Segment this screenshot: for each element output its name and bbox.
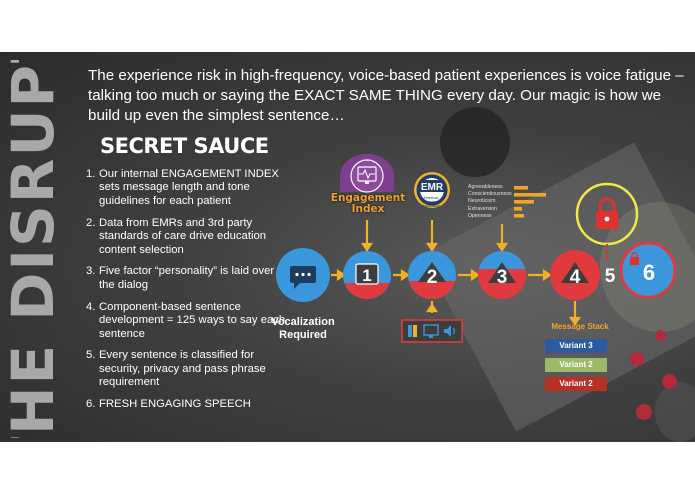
flow-node-2: 2	[408, 251, 456, 299]
engagement-index-badge	[340, 154, 394, 193]
svg-text:1: 1	[362, 266, 371, 285]
engagement-index-label: Engagement Index	[330, 192, 406, 215]
vocalization-label-line1: Vocalization	[271, 316, 335, 328]
small-lock-icon	[630, 251, 639, 265]
trait-bars	[514, 186, 546, 218]
flow-node-1: 1	[343, 251, 391, 299]
message-variant: Variant 2	[545, 377, 607, 391]
background-berry	[630, 352, 644, 366]
step-item: 6.FRESH ENGAGING SPEECH	[86, 398, 251, 411]
emr-association-text: American Diabetes Association	[421, 196, 441, 208]
flow-node-4: 4	[550, 250, 600, 300]
message-variant: Variant 2	[545, 358, 607, 372]
flow-connectors	[331, 220, 582, 326]
secret-sauce-title: SECRET SAUCE	[100, 134, 269, 158]
heartbeat-monitor-icon	[357, 166, 377, 184]
step-item: 4.Component-based sentence development =…	[86, 300, 286, 340]
headline: The experience risk in high-frequency, v…	[88, 67, 684, 124]
flow-node-6: 6	[619, 241, 677, 299]
vocalization-label-line2: Required	[279, 329, 327, 341]
monitor-icon	[423, 324, 439, 338]
book-icon	[408, 325, 417, 337]
background-berry	[636, 404, 652, 420]
trait-label: Conscientiousness	[468, 191, 512, 198]
step-item: 2.Data from EMRs and 3rd party standards…	[86, 216, 267, 256]
background-berry	[655, 330, 666, 341]
svg-text:4: 4	[570, 267, 581, 288]
background-pot	[655, 382, 695, 442]
background-cup	[440, 107, 510, 177]
svg-text:EMR: EMR	[421, 182, 444, 193]
steps-list: 1.Our internal ENGAGEMENT INDEX sets mes…	[86, 168, 286, 420]
flow-node-3: 3	[478, 251, 526, 299]
background-berry	[662, 374, 677, 389]
step-item: 5.Every sentence is classified for secur…	[86, 349, 266, 389]
trait-label: Openness	[468, 212, 492, 219]
trait-label: Extraversion	[468, 205, 497, 212]
svg-text:3: 3	[497, 267, 508, 288]
emr-badge: EMR	[414, 172, 450, 208]
step-item: 3.Five factor “personality” is laid over…	[86, 265, 275, 291]
svg-text:6: 6	[643, 260, 655, 285]
svg-text:2: 2	[427, 267, 438, 288]
personality-traits-list: Agreeableness Conscientiousness Neurotic…	[468, 184, 512, 220]
slide-background	[0, 52, 695, 442]
lock-icon	[575, 182, 639, 262]
step-item: 1.Our internal ENGAGEMENT INDEX sets mes…	[86, 168, 279, 207]
chat-bubble-icon	[290, 266, 316, 289]
media-icons-strip	[401, 319, 463, 343]
trait-label: Agreeableness	[468, 184, 503, 190]
trait-label: Neuroticism	[468, 198, 496, 205]
speaker-icon	[444, 325, 456, 337]
flow-node-5: 5	[605, 266, 616, 287]
message-stack-title: Message Stack	[551, 322, 609, 331]
message-variant: Variant 3	[545, 339, 607, 353]
